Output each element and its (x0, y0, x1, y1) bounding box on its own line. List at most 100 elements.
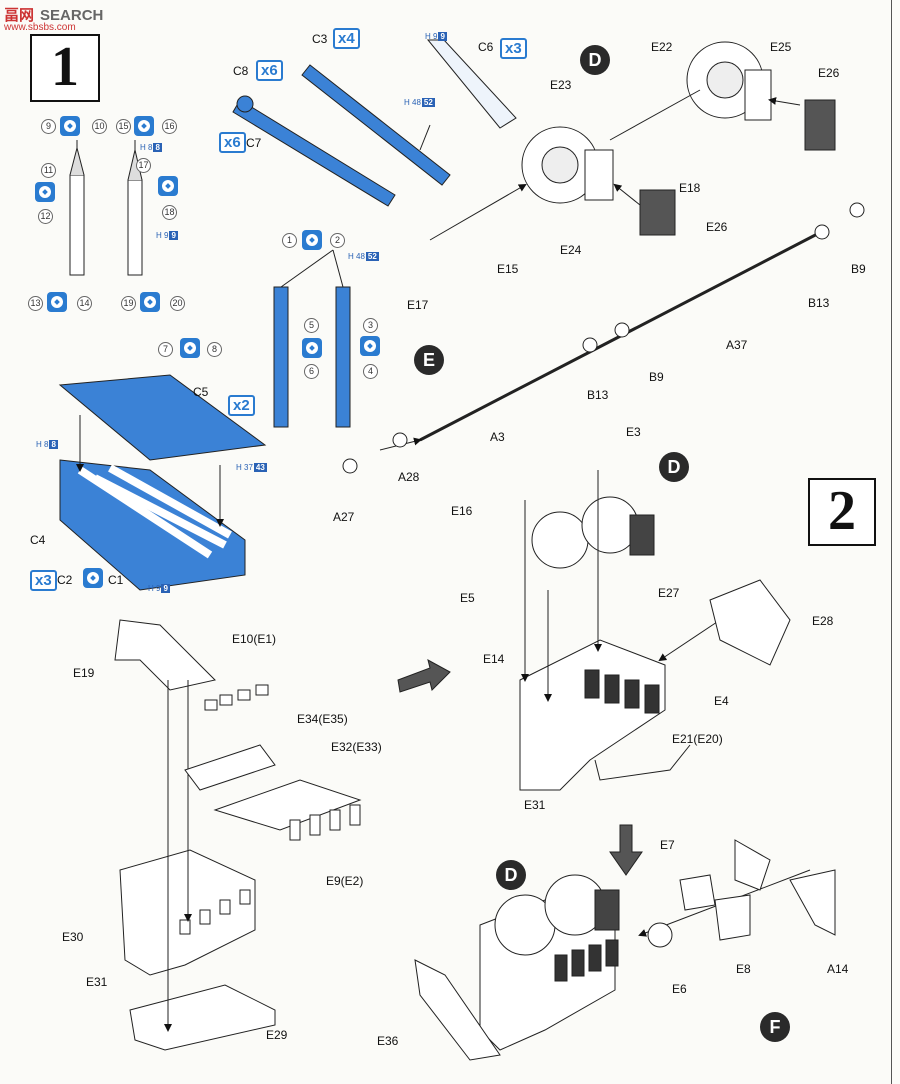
part-number: 10 (92, 119, 107, 134)
label-e17: E17 (407, 298, 429, 312)
part-number: 15 (116, 119, 131, 134)
part-number: 5 (304, 318, 319, 333)
watermark-url: www.sbsbs.com (4, 22, 76, 33)
arrow-down (609, 824, 643, 876)
qty-c3: x4 (333, 28, 360, 49)
oilpan-e29 (129, 984, 276, 1051)
label-e29: E29 (266, 1028, 288, 1042)
step-1-box: 1 (30, 34, 100, 102)
grille-e26-upper (804, 99, 836, 151)
label-a28: A28 (398, 470, 420, 484)
label-e5: E5 (460, 591, 475, 605)
cover-e19 (114, 619, 216, 691)
label-e28: E28 (812, 614, 834, 628)
pole-right (335, 286, 351, 428)
step-2-box: 2 (808, 478, 876, 546)
subassembly-e-badge: E (414, 345, 444, 375)
label-c4: C4 (30, 533, 46, 547)
part-number: 8 (207, 342, 222, 357)
label-e25: E25 (770, 40, 792, 54)
part-number: 19 (121, 296, 136, 311)
ammo-crate (58, 374, 267, 591)
label-e23: E23 (550, 78, 572, 92)
label-c8: C8 (233, 64, 249, 78)
label-e15: E15 (497, 262, 519, 276)
part-number: 2 (330, 233, 345, 248)
label-e31-step2: E31 (524, 798, 546, 812)
label-e32: E32(E33) (331, 740, 382, 754)
label-b13: B13 (587, 388, 609, 402)
tube-c8-c7 (232, 95, 396, 207)
part-number: 3 (363, 318, 378, 333)
label-e10: E10(E1) (232, 632, 277, 646)
rotate-icon (47, 292, 67, 312)
label-a37: A37 (726, 338, 748, 352)
label-e26-upper: E26 (818, 66, 840, 80)
rotate-icon (302, 338, 322, 358)
subassembly-d-badge: D (580, 45, 610, 75)
label-e6: E6 (672, 982, 687, 996)
subassembly-f-badge: F (760, 1012, 790, 1042)
part-number: 7 (158, 342, 173, 357)
rotate-icon (134, 116, 154, 136)
label-c3: C3 (312, 32, 328, 46)
part-number: 1 (282, 233, 297, 248)
part-number: 18 (162, 205, 177, 220)
part-number: 6 (304, 364, 319, 379)
rotate-icon (83, 568, 103, 588)
shell-round-1 (69, 140, 85, 276)
label-b9-right: B9 (851, 262, 866, 276)
part-number: 13 (28, 296, 43, 311)
engine-block-step2 (519, 639, 666, 791)
rotate-icon (302, 230, 322, 250)
qty-c8: x6 (256, 60, 283, 81)
rotate-icon (140, 292, 160, 312)
label-a14: A14 (827, 962, 849, 976)
part-number: 14 (77, 296, 92, 311)
qty-c2: x3 (30, 570, 57, 591)
label-e24: E24 (560, 243, 582, 257)
label-e3: E3 (626, 425, 641, 439)
label-e27: E27 (658, 586, 680, 600)
page-frame (891, 0, 892, 1084)
label-e8: E8 (736, 962, 751, 976)
label-e22: E22 (651, 40, 673, 54)
label-c5: C5 (193, 385, 209, 399)
label-e18: E18 (679, 181, 701, 195)
rotate-icon (35, 182, 55, 202)
label-e26-lower: E26 (706, 220, 728, 234)
label-e16: E16 (451, 504, 473, 518)
part-number: 16 (162, 119, 177, 134)
rotate-icon (180, 338, 200, 358)
arrow-right (397, 659, 451, 693)
label-e34: E34(E35) (297, 712, 348, 726)
label-e30: E30 (62, 930, 84, 944)
label-e9: E9(E2) (326, 874, 364, 888)
label-a3: A3 (490, 430, 505, 444)
label-b9: B9 (649, 370, 664, 384)
fan-right (686, 41, 772, 121)
part-number: 17 (136, 158, 151, 173)
label-e7: E7 (660, 838, 675, 852)
subassembly-d-badge-2: D (659, 452, 689, 482)
engine-final (479, 874, 620, 1051)
label-c1: C1 (108, 573, 124, 587)
pole-left (273, 286, 289, 428)
label-e36: E36 (377, 1034, 399, 1048)
label-e19: E19 (73, 666, 95, 680)
label-a27: A27 (333, 510, 355, 524)
part-number: 11 (41, 163, 56, 178)
label-e14: E14 (483, 652, 505, 666)
rotate-icon (158, 176, 178, 196)
label-e4: E4 (714, 694, 729, 708)
subassembly-d-badge-3: D (496, 860, 526, 890)
grille-e26-lower (639, 189, 676, 236)
qty-c6: x3 (500, 38, 527, 59)
